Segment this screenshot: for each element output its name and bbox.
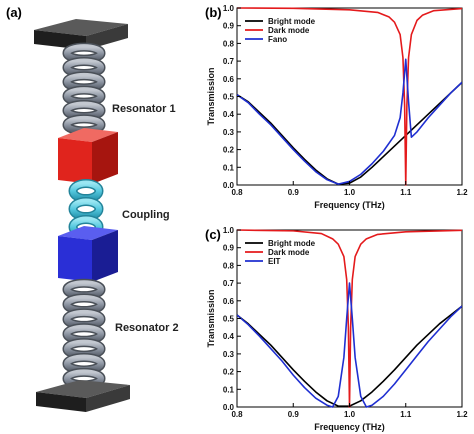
chart-b-x-tick-label: 1.2 [456,188,468,197]
chart-b-x-axis-title: Frequency (THz) [314,200,385,210]
chart-c-y-tick-label: 0.9 [223,244,235,253]
chart-c-x-tick-label: 0.8 [231,410,243,419]
chart-c-y-tick-label: 0.7 [223,279,235,288]
chart-b-x-tick-label: 0.9 [288,188,300,197]
chart-b-y-tick-label: 0.4 [223,110,235,119]
coupling-label: Coupling [122,209,170,221]
chart-c-x-tick-label: 1.2 [456,410,468,419]
panel-label-b: (b) [205,5,222,20]
chart-c-y-tick-label: 0.0 [223,403,235,412]
chart-b-y-tick-label: 0.1 [223,163,235,172]
chart-c-y-tick-label: 0.5 [223,315,235,324]
chart-c-x-axis-title: Frequency (THz) [314,422,385,432]
chart-c-legend-label: Dark mode [268,248,310,257]
chart-b-x-tick-label: 1.0 [344,188,356,197]
resonator-1-spring [62,42,106,136]
chart-c-series-eit-line [237,282,462,408]
chart-b-series-fano-line [237,58,462,185]
chart-c-legend-label: Bright mode [268,239,316,248]
chart-c-y-axis-title: Transmission [206,289,216,347]
panel-label-a: (a) [6,5,22,20]
chart-c-y-tick-label: 1.0 [223,226,235,235]
resonator-2-label: Resonator 2 [115,322,179,334]
chart-b-legend-label: Dark mode [268,26,310,35]
chart-c-y-tick-label: 0.6 [223,297,235,306]
resonator-1-label: Resonator 1 [112,103,176,115]
chart-b-y-tick-label: 1.0 [223,4,235,13]
chart-c-y-tick-label: 0.1 [223,385,235,394]
chart-c-y-tick-label: 0.4 [223,332,235,341]
chart-b-y-tick-label: 0.0 [223,181,235,190]
chart-c-x-tick-label: 1.0 [344,410,356,419]
chart-eit: 0.8 0.9 1.0 1.1 1.2 0.0 0.1 0.2 0.3 0.4 0.5 0.6 0.7 0… [206,226,468,432]
chart-c-y-tick-label: 0.8 [223,261,235,270]
chart-b-y-tick-label: 0.7 [223,57,235,66]
chart-b-legend-label: Fano [268,35,287,44]
resonator-2-mass [58,226,118,282]
chart-b-y-tick-label: 0.6 [223,75,235,84]
chart-b-y-tick-label: 0.9 [223,22,235,31]
chart-c-y-tick-label: 0.2 [223,368,235,377]
panel-label-c: (c) [205,227,221,242]
chart-b-y-tick-label: 0.2 [223,146,235,155]
chart-b-x-tick-label: 1.1 [400,188,412,197]
resonator-1-mass [58,128,118,184]
resonator-2-spring [62,278,106,390]
chart-c-x-tick-label: 0.9 [288,410,300,419]
chart-b-y-tick-label: 0.3 [223,128,235,137]
chart-b-y-tick-label: 0.8 [223,39,235,48]
chart-c-legend-label: EIT [268,257,281,266]
chart-b-x-tick-label: 0.8 [231,188,243,197]
chart-b-legend-label: Bright mode [268,17,316,26]
chart-c-x-tick-label: 1.1 [400,410,412,419]
chart-b-plot-frame [236,7,463,186]
chart-fano: 0.8 0.9 1.0 1.1 1.2 0.0 0.1 0.2 0.3 0.4 0.5 0.6 0.7 0… [206,4,468,210]
chart-b-y-tick-label: 0.5 [223,93,235,102]
bottom-plate [36,380,130,412]
chart-b-series-dark-mode-line [237,7,462,186]
mechanical-model: (a) Resonator [6,5,179,412]
chart-c-y-tick-label: 0.3 [223,350,235,359]
chart-b-y-axis-title: Transmission [206,67,216,125]
